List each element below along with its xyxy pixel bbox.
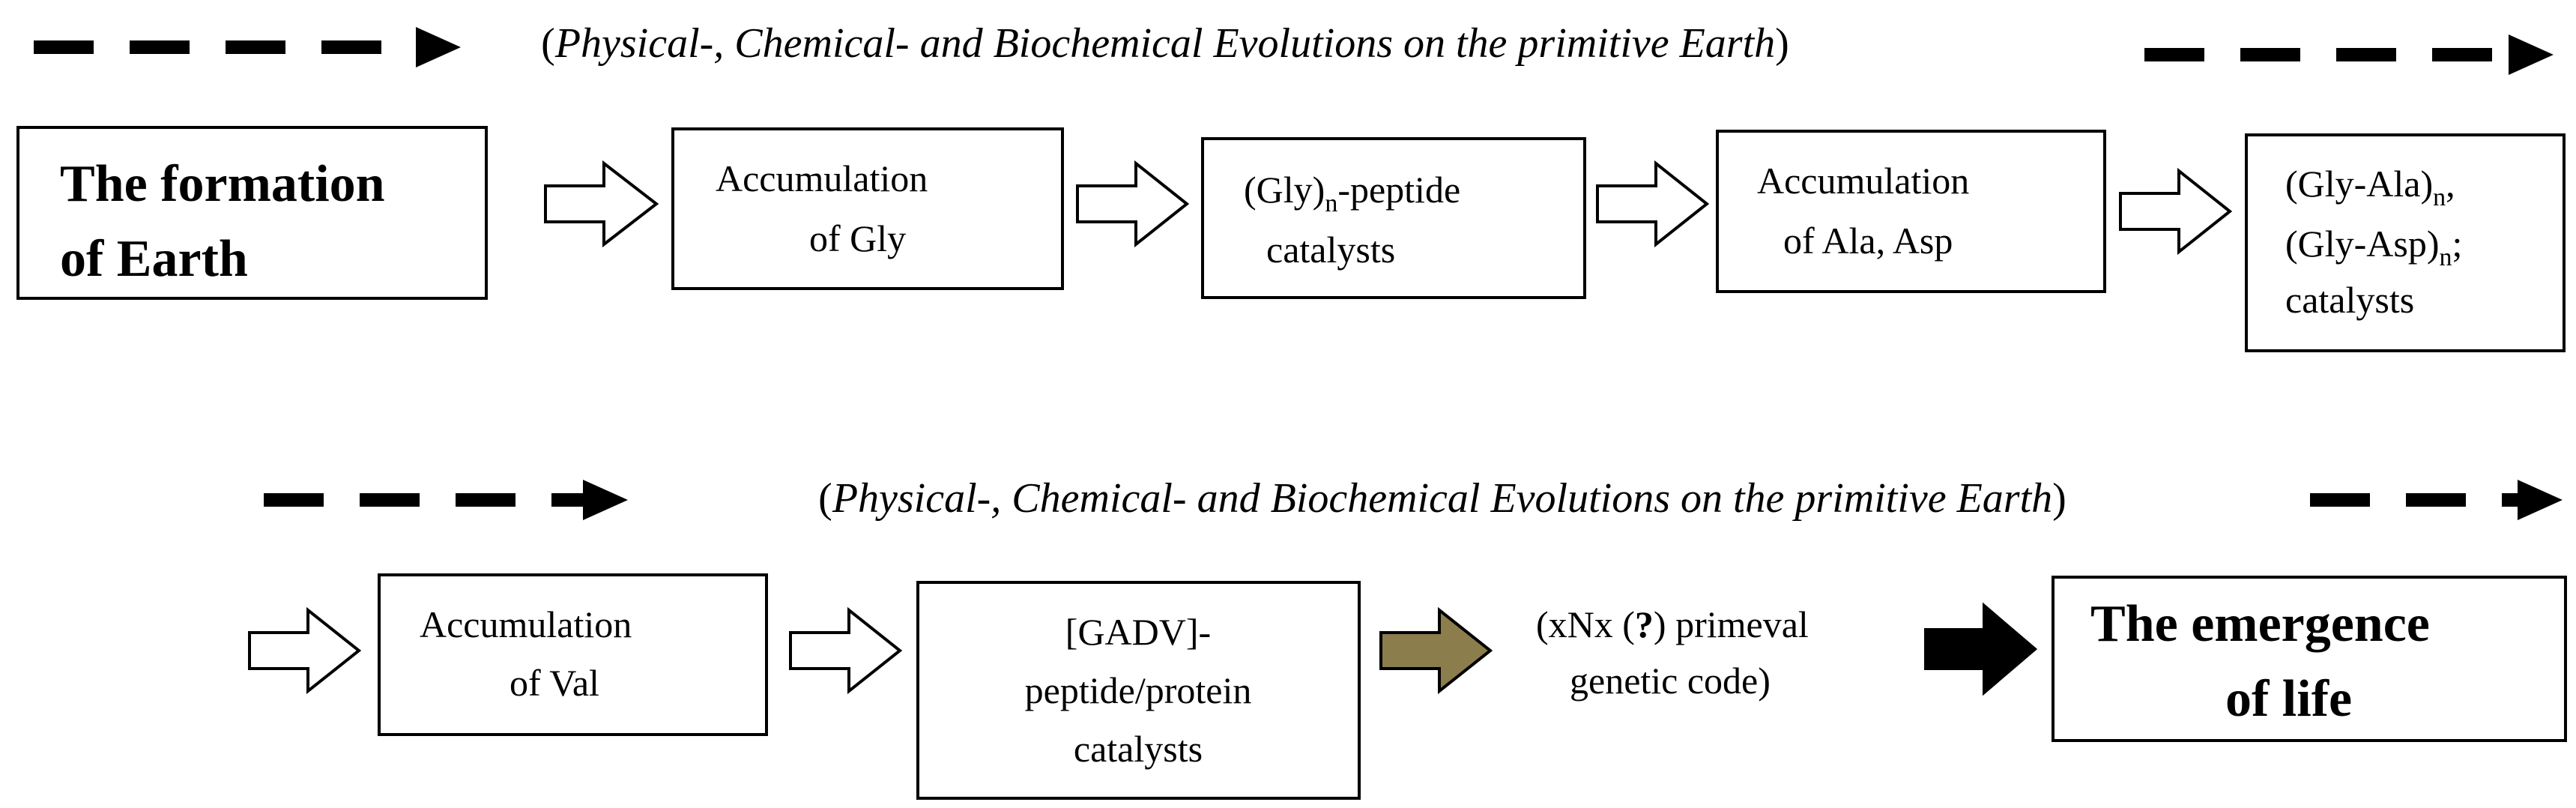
outline-arrow-6 xyxy=(789,606,903,695)
node-gadv-peptide-protein-catalysts: [GADV]- peptide/protein catalysts xyxy=(916,581,1361,800)
node-accum-ala-line1: Accumulation xyxy=(1757,160,1969,202)
outline-arrow-4 xyxy=(2119,167,2233,256)
node-genetic-code-line2: genetic code) xyxy=(1570,660,1771,702)
node-formation-line2: of Earth xyxy=(60,230,248,288)
black-arrow xyxy=(1924,602,2038,696)
node-accum-gly-line1: Accumulation xyxy=(716,157,928,199)
node-formation-line1: The formation xyxy=(60,155,385,213)
node-gadv-line1: [GADV]- xyxy=(1065,611,1211,653)
node-gadv-line3: catalysts xyxy=(1074,728,1203,770)
node-accumulation-of-ala-asp: Accumulation of Ala, Asp xyxy=(1716,130,2106,293)
node-primeval-genetic-code: (xNx (?) primeval genetic code) xyxy=(1536,603,1809,702)
node-gly-ala-line1: (Gly-Ala)n, xyxy=(2285,163,2455,211)
node-accumulation-of-val: Accumulation of Val xyxy=(378,573,768,736)
bottom-banner-label: (Physical-, Chemical- and Biochemical Ev… xyxy=(818,475,2066,522)
node-gly-ala-line3: catalysts xyxy=(2285,279,2414,321)
node-gly-ala-line2: (Gly-Asp)n; xyxy=(2285,223,2462,271)
top-dashed-arrow-left xyxy=(34,27,461,67)
top-dashed-arrow-right xyxy=(2144,34,2554,75)
node-accum-val-line1: Accumulation xyxy=(420,603,632,645)
olive-arrow xyxy=(1379,606,1493,695)
outline-arrow-1 xyxy=(544,160,659,248)
node-emergence-line2: of life xyxy=(2225,670,2352,728)
outline-arrow-2 xyxy=(1076,160,1190,248)
node-genetic-code-line1: (xNx (?) primeval xyxy=(1536,603,1809,645)
node-accumulation-of-gly: Accumulation of Gly xyxy=(671,127,1064,290)
node-accum-ala-line2: of Ala, Asp xyxy=(1783,220,1953,262)
outline-arrow-3 xyxy=(1596,160,1710,248)
bottom-dashed-arrow-right xyxy=(2310,480,2563,520)
bottom-dashed-arrow-left xyxy=(264,480,628,520)
node-gly-n-peptide-catalysts: (Gly)n-peptide catalysts xyxy=(1201,137,1586,299)
node-emergence-of-life: The emergence of life xyxy=(2052,576,2567,742)
top-banner-label: (Physical-, Chemical- and Biochemical Ev… xyxy=(541,20,1789,67)
node-accum-val-line2: of Val xyxy=(510,662,599,704)
node-gly-peptide-line2: catalysts xyxy=(1266,229,1395,271)
node-emergence-line1: The emergence xyxy=(2090,595,2430,653)
node-gadv-line2: peptide/protein xyxy=(1025,669,1252,711)
node-accum-gly-line2: of Gly xyxy=(809,217,906,259)
node-gly-ala-asp-catalysts: (Gly-Ala)n, (Gly-Asp)n; catalysts xyxy=(2245,133,2566,352)
node-formation-of-earth: The formation of Earth xyxy=(16,126,488,300)
node-gly-peptide-line1: (Gly)n-peptide xyxy=(1244,169,1460,217)
outline-arrow-5 xyxy=(248,606,362,695)
